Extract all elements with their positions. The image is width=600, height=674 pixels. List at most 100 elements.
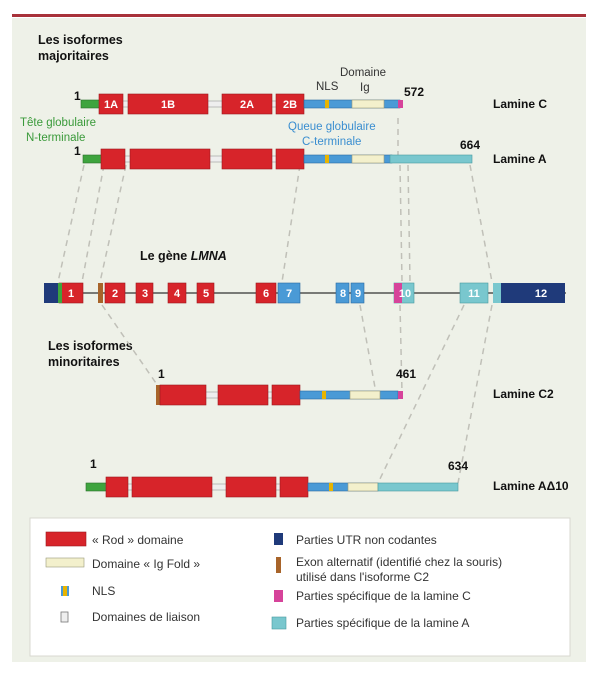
lamine-c2-start: 1: [158, 367, 165, 381]
exon-label-4: 4: [174, 288, 181, 300]
lamine-a-specific: [389, 154, 473, 164]
legend-label-nls: NLS: [92, 584, 115, 598]
lamine-a-delta10-head: [85, 482, 107, 492]
lamine-c-rod-1b: [127, 93, 209, 115]
lamine-c2-rod-2: [217, 384, 269, 406]
lamine-a-delta10-rod-2b: [279, 476, 309, 498]
lamine-a-rod-2a: [221, 148, 273, 170]
lamine-c2-tail: [299, 390, 399, 400]
legend-item-nls: NLS: [61, 584, 115, 598]
lamine-c-head: [80, 99, 100, 109]
lamine-c-name: Lamine C: [493, 97, 547, 111]
legend-swatch-rod: [45, 531, 87, 547]
exon-label-2: 2: [112, 288, 118, 300]
gene-title: Le gène LMNA: [140, 249, 227, 263]
exon-9: [350, 282, 365, 304]
legend-swatch-nls: [63, 586, 67, 596]
legend-swatch-utr: [274, 533, 283, 545]
lamine-c2-end: 461: [396, 367, 416, 381]
legend-item-lamin-a: Parties spécifique de la lamine A: [271, 616, 469, 630]
legend-swatch-lamin-c: [274, 590, 283, 602]
alternative-exon: [98, 283, 103, 303]
lamine-a-nls: [325, 155, 329, 163]
legend-label-link: Domaines de liaison: [92, 610, 200, 624]
isoform-lamine-a: 1 664 Lamine A: [74, 138, 547, 170]
exon-4: [167, 282, 187, 304]
exon-label-8: 8: [340, 288, 346, 300]
exon-label-11: 11: [468, 288, 480, 300]
head-domain-label: Tête globulaire N-terminale: [20, 117, 99, 144]
ig-domain-label: Domaine Ig: [340, 67, 389, 94]
exon-labels: 1 2 3 4 5 6 7 8 9 10 11 12: [68, 288, 547, 300]
lamine-a-delta10-rod-1b: [131, 476, 213, 498]
exon-label-3: 3: [142, 288, 148, 300]
lamine-c2-specific: [398, 391, 403, 399]
legend-item-ig: Domaine « Ig Fold »: [45, 557, 200, 571]
legend-box: [29, 517, 571, 657]
lamine-a-delta10-start: 1: [90, 457, 97, 471]
exon-7: [277, 282, 301, 304]
lmna-gene: 1 2 3 4 5 6 7 8 9 10 11 12: [44, 282, 566, 304]
major-isoforms-title: Les isoformes majoritaires: [38, 33, 126, 63]
exon-label-1: 1: [68, 288, 74, 300]
lamine-a-delta10-rod-2a: [225, 476, 277, 498]
exon-1-utr: [44, 283, 59, 303]
rod-label-1b: 1B: [161, 99, 175, 111]
lamine-a-name: Lamine A: [493, 152, 547, 166]
lamine-a-start: 1: [74, 144, 81, 158]
lamine-c-rod-2a: [221, 93, 273, 115]
exon-2: [104, 282, 126, 304]
lamine-a-rod-2b: [275, 148, 305, 170]
legend-item-utr: Parties UTR non codantes: [274, 533, 437, 547]
minor-isoforms-title: Les isoformes minoritaires: [48, 339, 136, 369]
rod-label-2a: 2A: [240, 99, 254, 111]
exon-12-a-part: [493, 283, 501, 303]
lamine-a-ig: [351, 154, 385, 164]
legend-label-lamin-c: Parties spécifique de la lamine C: [296, 589, 471, 603]
exon-5: [196, 282, 215, 304]
lamine-a-delta10-specific: [377, 482, 459, 492]
lamine-c2-nls: [322, 391, 326, 399]
legend-item-link: Domaines de liaison: [60, 610, 200, 624]
lamine-c2-rod-1: [159, 384, 207, 406]
lamine-a-delta10-ig: [347, 482, 379, 492]
legend-swatch-link: [60, 611, 69, 623]
lamine-c-nls: [325, 100, 329, 108]
legend-label-ig: Domaine « Ig Fold »: [92, 557, 200, 571]
top-rule: [12, 14, 586, 17]
exon-11: [459, 282, 489, 304]
rod-label-1a: 1A: [104, 99, 118, 111]
lamine-c-ig: [351, 99, 385, 109]
lamine-a-delta10-rod-1a: [105, 476, 129, 498]
connector-lines: [57, 118, 493, 484]
lamine-a-delta10-end: 634: [448, 459, 468, 473]
legend-item-rod: « Rod » domaine: [45, 531, 184, 547]
legend-label-alt-exon: Exon alternatif (identifié chez la souri…: [296, 555, 505, 584]
exon-label-7: 7: [286, 288, 292, 300]
isoform-lamine-c: 1 1A 1B 2A 2B 572 Lamine C: [74, 85, 547, 115]
exon-1-head: [58, 283, 62, 303]
lamine-c2-ig: [349, 390, 381, 400]
isoform-lamine-a-delta10: 1 634 Lamine AΔ10: [85, 457, 569, 498]
exon-3: [135, 282, 154, 304]
lamine-a-rod-1a: [100, 148, 126, 170]
lamine-c-specific: [398, 100, 403, 108]
legend-swatch-ig: [45, 557, 85, 568]
lamine-c2-rod-3: [271, 384, 301, 406]
legend-swatch-lamin-a: [271, 616, 287, 630]
legend-label-utr: Parties UTR non codantes: [296, 533, 437, 547]
exon-label-9: 9: [355, 288, 361, 300]
lamine-a-delta10-nls: [329, 483, 333, 491]
isoform-lamine-c2: 1 461 Lamine C2: [156, 367, 554, 406]
rod-label-2b: 2B: [283, 99, 297, 111]
exon-label-10: 10: [399, 288, 411, 300]
lamine-c-start: 1: [74, 89, 81, 103]
lamine-c-rod-1a: [98, 93, 124, 115]
legend-item-alt-exon: Exon alternatif (identifié chez la souri…: [276, 555, 505, 584]
lamine-a-rod-1b: [129, 148, 211, 170]
legend-swatch-alt-exon: [276, 557, 281, 573]
lamine-c-end: 572: [404, 85, 424, 99]
exon-label-5: 5: [203, 288, 209, 300]
